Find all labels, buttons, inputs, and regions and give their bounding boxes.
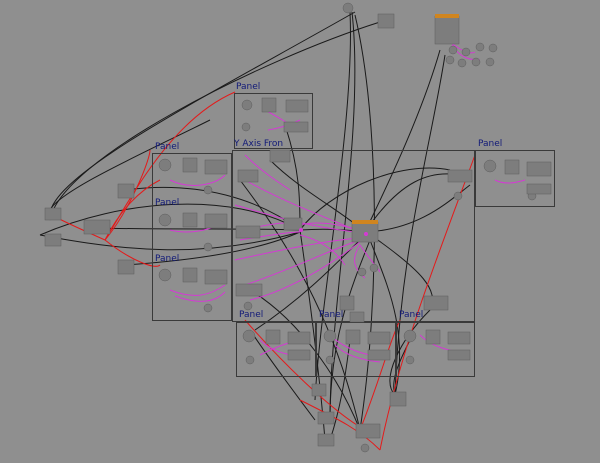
panel-right[interactable] [475,150,555,207]
panel-left-group[interactable] [152,153,232,321]
panel-bottom-2[interactable] [316,322,396,377]
panel-bottom-1[interactable] [236,322,316,377]
panel-left-2-label: Panel [155,198,180,208]
panel-top-label: Panel [236,82,261,92]
panel-left-1-label: Panel [155,142,180,152]
panel-bottom-2-label: Panel [319,310,344,320]
panel-left-3-label: Panel [155,254,180,264]
panel-bottom-1-label: Panel [239,310,264,320]
panel-right-label: Panel [478,139,503,149]
panel-top[interactable] [234,93,313,149]
panel-bottom-3-label: Panel [399,310,424,320]
panel-bottom-3[interactable] [396,322,475,377]
center-panel-label: Y Axis Fron [234,139,284,149]
